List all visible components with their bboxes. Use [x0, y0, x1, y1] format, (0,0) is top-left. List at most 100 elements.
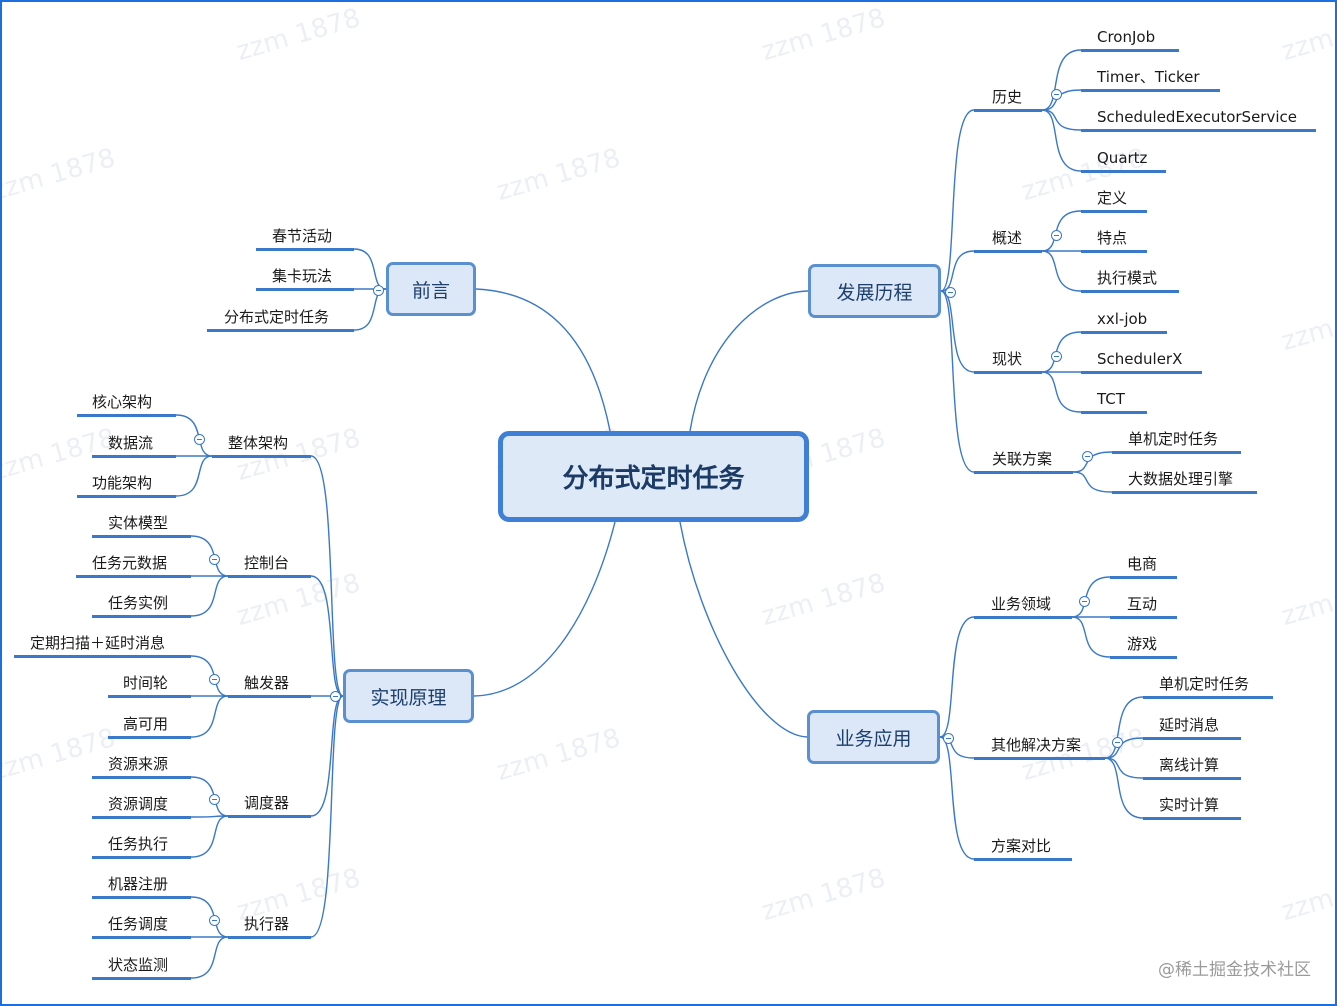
- collapse-toggle-icon[interactable]: [1111, 736, 1123, 748]
- application-item[interactable]: 互动: [1127, 595, 1158, 613]
- history-group[interactable]: 关联方案: [992, 450, 1053, 468]
- connector-line: [1041, 49, 1082, 111]
- collapse-toggle-icon[interactable]: [1050, 88, 1062, 100]
- history-item[interactable]: SchedulerX: [1097, 350, 1183, 368]
- history-item[interactable]: CronJob: [1097, 28, 1156, 46]
- principle-item[interactable]: 定期扫描＋延时消息: [30, 634, 166, 652]
- history-item[interactable]: ScheduledExecutorService: [1097, 108, 1297, 126]
- connector-line: [1041, 109, 1082, 131]
- principle-group[interactable]: 调度器: [244, 794, 290, 812]
- principle-group[interactable]: 触发器: [244, 674, 290, 692]
- branch-history[interactable]: 发展历程: [808, 264, 941, 318]
- collapse-toggle-icon[interactable]: [1050, 350, 1062, 362]
- collapse-toggle-icon[interactable]: [1050, 229, 1062, 241]
- connector-line: [1041, 109, 1082, 172]
- application-item[interactable]: 游戏: [1127, 635, 1158, 653]
- principle-item[interactable]: 数据流: [108, 434, 154, 452]
- topic-underline: [1081, 129, 1316, 132]
- principle-item[interactable]: 机器注册: [108, 875, 169, 893]
- principle-item[interactable]: 功能架构: [92, 474, 153, 492]
- application-group[interactable]: 其他解决方案: [991, 736, 1082, 754]
- principle-item[interactable]: 任务执行: [108, 835, 169, 853]
- connector-line: [190, 936, 229, 979]
- principle-group[interactable]: 整体架构: [228, 434, 289, 452]
- branch-application[interactable]: 业务应用: [807, 710, 940, 764]
- collapse-toggle-icon[interactable]: [208, 914, 220, 926]
- branch-preface[interactable]: 前言: [386, 262, 476, 316]
- history-item[interactable]: TCT: [1097, 390, 1125, 408]
- application-item[interactable]: 延时消息: [1159, 716, 1220, 734]
- history-item[interactable]: xxl-job: [1097, 310, 1148, 328]
- principle-item[interactable]: 任务实例: [108, 594, 169, 612]
- topic-underline: [1110, 616, 1177, 619]
- topic-underline: [92, 977, 191, 980]
- topic-underline: [212, 455, 311, 458]
- principle-item[interactable]: 任务元数据: [92, 554, 168, 572]
- application-group[interactable]: 方案对比: [991, 837, 1052, 855]
- principle-item[interactable]: 核心架构: [92, 393, 153, 411]
- topic-underline: [1081, 371, 1202, 374]
- history-item[interactable]: Quartz: [1097, 149, 1148, 167]
- history-group[interactable]: 现状: [992, 350, 1023, 368]
- principle-group[interactable]: 执行器: [244, 915, 290, 933]
- topic-underline: [92, 896, 191, 899]
- principle-item[interactable]: 实体模型: [108, 514, 169, 532]
- topic-underline: [974, 109, 1042, 112]
- history-item[interactable]: 单机定时任务: [1128, 430, 1219, 448]
- connector-line: [1041, 89, 1082, 111]
- preface-item[interactable]: 春节活动: [272, 227, 333, 245]
- topic-underline: [1143, 737, 1241, 740]
- history-item[interactable]: 特点: [1097, 229, 1128, 247]
- collapse-toggle-icon[interactable]: [942, 732, 954, 744]
- topic-underline: [92, 856, 191, 859]
- collapse-toggle-icon[interactable]: [1078, 595, 1090, 607]
- root-link-application: [679, 521, 808, 738]
- collapse-toggle-icon[interactable]: [208, 553, 220, 565]
- collapse-toggle-icon[interactable]: [372, 284, 384, 296]
- collapse-toggle-icon[interactable]: [208, 793, 220, 805]
- principle-item[interactable]: 高可用: [123, 715, 169, 733]
- topic-underline: [92, 535, 191, 538]
- collapse-toggle-icon[interactable]: [1081, 450, 1093, 462]
- connector-line: [175, 455, 213, 497]
- principle-group[interactable]: 控制台: [244, 554, 290, 572]
- collapse-toggle-icon[interactable]: [208, 673, 220, 685]
- topic-underline: [108, 736, 191, 739]
- principle-item[interactable]: 时间轮: [123, 674, 169, 692]
- topic-underline: [1081, 210, 1147, 213]
- topic-underline: [1081, 331, 1167, 334]
- connector-line: [1104, 696, 1144, 759]
- application-item[interactable]: 单机定时任务: [1159, 675, 1250, 693]
- topic-underline: [14, 655, 191, 658]
- preface-item[interactable]: 分布式定时任务: [224, 308, 330, 326]
- history-item[interactable]: 大数据处理引擎: [1128, 470, 1234, 488]
- principle-item[interactable]: 资源调度: [108, 795, 169, 813]
- history-group[interactable]: 概述: [992, 229, 1023, 247]
- application-item[interactable]: 实时计算: [1159, 796, 1220, 814]
- collapse-toggle-icon[interactable]: [944, 286, 956, 298]
- application-group[interactable]: 业务领域: [991, 595, 1052, 613]
- principle-item[interactable]: 资源来源: [108, 755, 169, 773]
- principle-item[interactable]: 状态监测: [108, 956, 169, 974]
- topic-underline: [974, 616, 1072, 619]
- application-item[interactable]: 离线计算: [1159, 756, 1220, 774]
- application-item[interactable]: 电商: [1127, 555, 1158, 573]
- root-node[interactable]: 分布式定时任务: [498, 431, 809, 522]
- collapse-toggle-icon[interactable]: [329, 690, 341, 702]
- collapse-toggle-icon[interactable]: [193, 433, 205, 445]
- history-item[interactable]: 执行模式: [1097, 269, 1158, 287]
- connector-line: [310, 695, 344, 938]
- preface-item[interactable]: 集卡玩法: [272, 267, 333, 285]
- history-item[interactable]: Timer、Ticker: [1097, 68, 1200, 86]
- branch-principle[interactable]: 实现原理: [343, 669, 474, 723]
- history-group[interactable]: 历史: [992, 88, 1023, 106]
- connector-line: [1104, 757, 1144, 819]
- topic-underline: [256, 248, 354, 251]
- principle-item[interactable]: 任务调度: [108, 915, 169, 933]
- connector-line: [190, 815, 229, 858]
- topic-underline: [207, 329, 354, 332]
- topic-underline: [1112, 491, 1257, 494]
- history-item[interactable]: 定义: [1097, 189, 1128, 207]
